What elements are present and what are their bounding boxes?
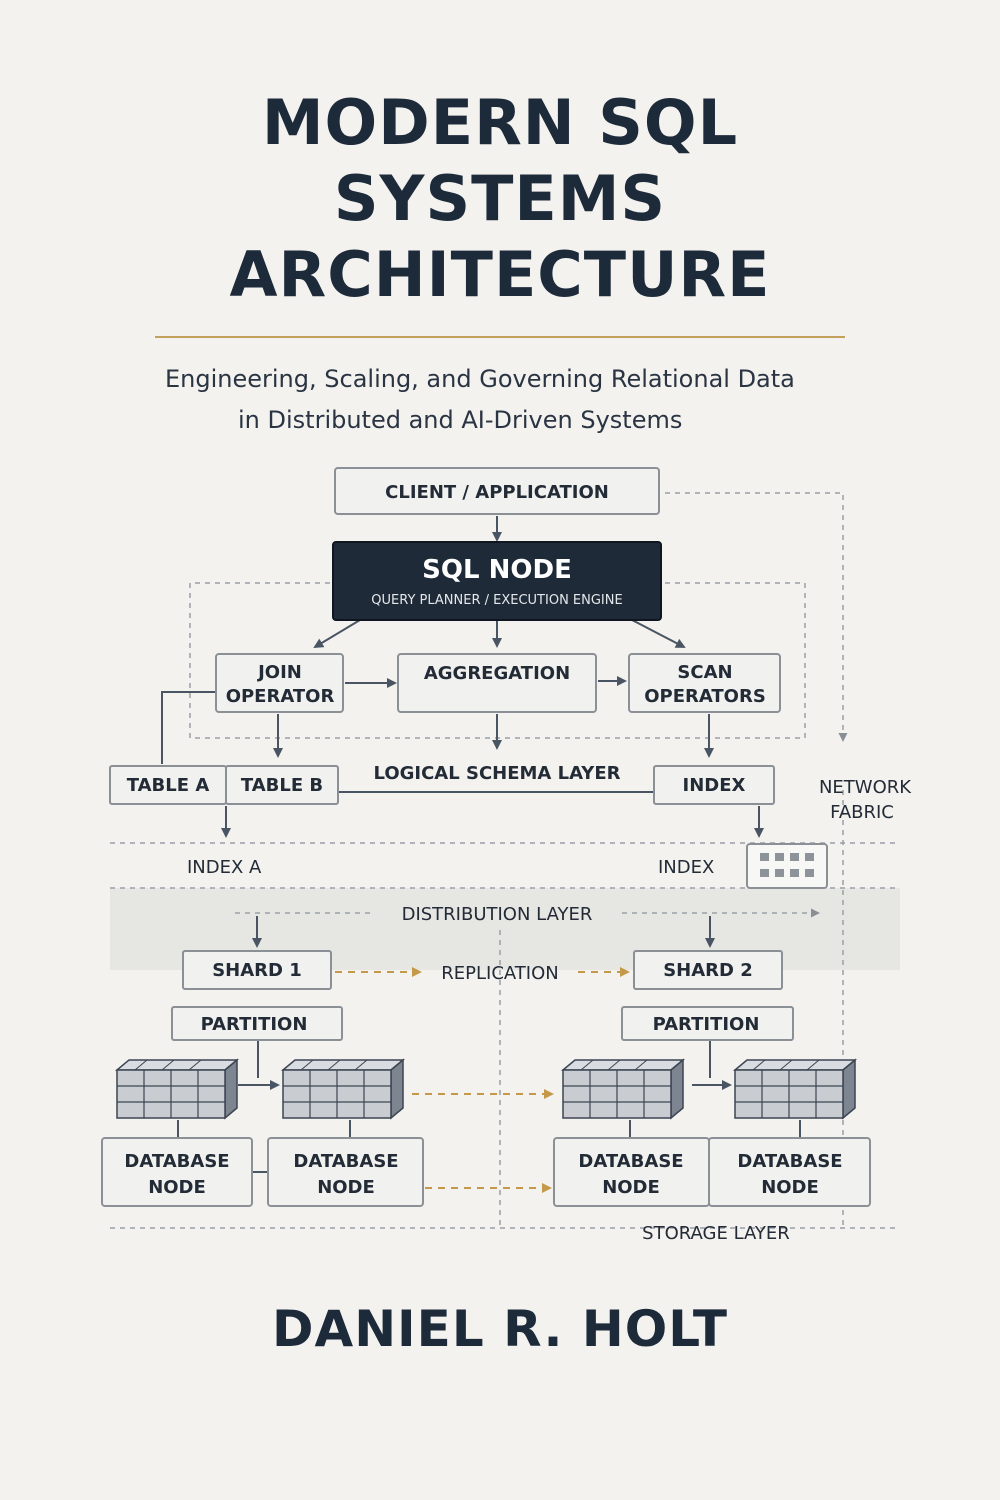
database-node-box-3: DATABASE NODE: [553, 1137, 710, 1207]
logical-schema-layer-label: LOGICAL SCHEMA LAYER: [374, 763, 621, 784]
svg-text:AGGREGATION: AGGREGATION: [424, 663, 570, 684]
index-box: INDEX: [653, 765, 775, 805]
partition-right-box: PARTITION: [621, 1006, 794, 1041]
network-fabric-label-line1: NETWORK: [819, 777, 912, 798]
svg-text:SCAN: SCAN: [677, 662, 732, 683]
svg-text:NODE: NODE: [317, 1177, 375, 1198]
index-a-label: INDEX A: [187, 857, 262, 878]
svg-text:TABLE B: TABLE B: [241, 775, 323, 796]
data-cube-icon-4: [732, 1058, 858, 1120]
database-node-box-1: DATABASE NODE: [101, 1137, 253, 1207]
svg-text:SQL NODE: SQL NODE: [422, 555, 572, 585]
svg-text:DATABASE: DATABASE: [124, 1151, 229, 1172]
data-cube-icon-3: [560, 1058, 686, 1120]
svg-text:SHARD 2: SHARD 2: [663, 960, 753, 981]
author-name: DANIEL R. HOLT: [272, 1300, 728, 1358]
subtitle-line-2: in Distributed and AI-Driven Systems: [238, 406, 683, 434]
storage-layer-label: STORAGE LAYER: [642, 1223, 790, 1244]
title-line-2: SYSTEMS: [333, 162, 667, 235]
title-line-3: ARCHITECTURE: [229, 238, 771, 311]
database-node-box-4: DATABASE NODE: [708, 1137, 871, 1207]
svg-text:NODE: NODE: [761, 1177, 819, 1198]
aggregation-box: AGGREGATION: [397, 653, 597, 713]
distribution-layer-label: DISTRIBUTION LAYER: [402, 904, 593, 925]
shard-2-box: SHARD 2: [633, 950, 783, 990]
svg-text:OPERATORS: OPERATORS: [644, 686, 766, 707]
svg-text:OPERATOR: OPERATOR: [226, 686, 335, 707]
svg-text:CLIENT / APPLICATION: CLIENT / APPLICATION: [385, 482, 609, 503]
table-a-box: TABLE A: [109, 765, 227, 805]
join-operator-box: JOIN OPERATOR: [215, 653, 344, 713]
title-divider: [155, 336, 845, 338]
client-application-box: CLIENT / APPLICATION: [334, 467, 660, 515]
replication-arrows: [335, 967, 630, 1193]
svg-text:DATABASE: DATABASE: [737, 1151, 842, 1172]
connectors: [161, 516, 801, 1173]
table-b-box: TABLE B: [225, 765, 339, 805]
svg-text:DATABASE: DATABASE: [293, 1151, 398, 1172]
svg-text:TABLE A: TABLE A: [127, 775, 210, 796]
svg-text:INDEX: INDEX: [683, 775, 746, 796]
network-fabric-label-line2: FABRIC: [830, 802, 894, 823]
svg-text:QUERY PLANNER / EXECUTION ENGI: QUERY PLANNER / EXECUTION ENGINE: [371, 593, 622, 608]
svg-text:PARTITION: PARTITION: [201, 1014, 308, 1035]
data-cube-icon-2: [280, 1058, 406, 1120]
svg-text:NODE: NODE: [148, 1177, 206, 1198]
svg-text:JOIN: JOIN: [256, 662, 302, 683]
svg-text:SHARD 1: SHARD 1: [212, 960, 302, 981]
shard-1-box: SHARD 1: [182, 950, 332, 990]
data-cube-icon-1: [114, 1058, 240, 1120]
replication-label: REPLICATION: [441, 963, 559, 984]
scan-operators-box: SCAN OPERATORS: [628, 653, 781, 713]
sql-node-box: SQL NODE QUERY PLANNER / EXECUTION ENGIN…: [332, 541, 662, 621]
index-grid-icon: [746, 843, 828, 889]
subtitle-line-1: Engineering, Scaling, and Governing Rela…: [165, 365, 795, 393]
svg-text:NODE: NODE: [602, 1177, 660, 1198]
svg-text:DATABASE: DATABASE: [578, 1151, 683, 1172]
partition-left-box: PARTITION: [171, 1006, 343, 1041]
title-line-1: MODERN SQL: [261, 86, 739, 159]
svg-text:PARTITION: PARTITION: [653, 1014, 760, 1035]
database-node-box-2: DATABASE NODE: [267, 1137, 424, 1207]
index-label: INDEX: [658, 857, 714, 878]
